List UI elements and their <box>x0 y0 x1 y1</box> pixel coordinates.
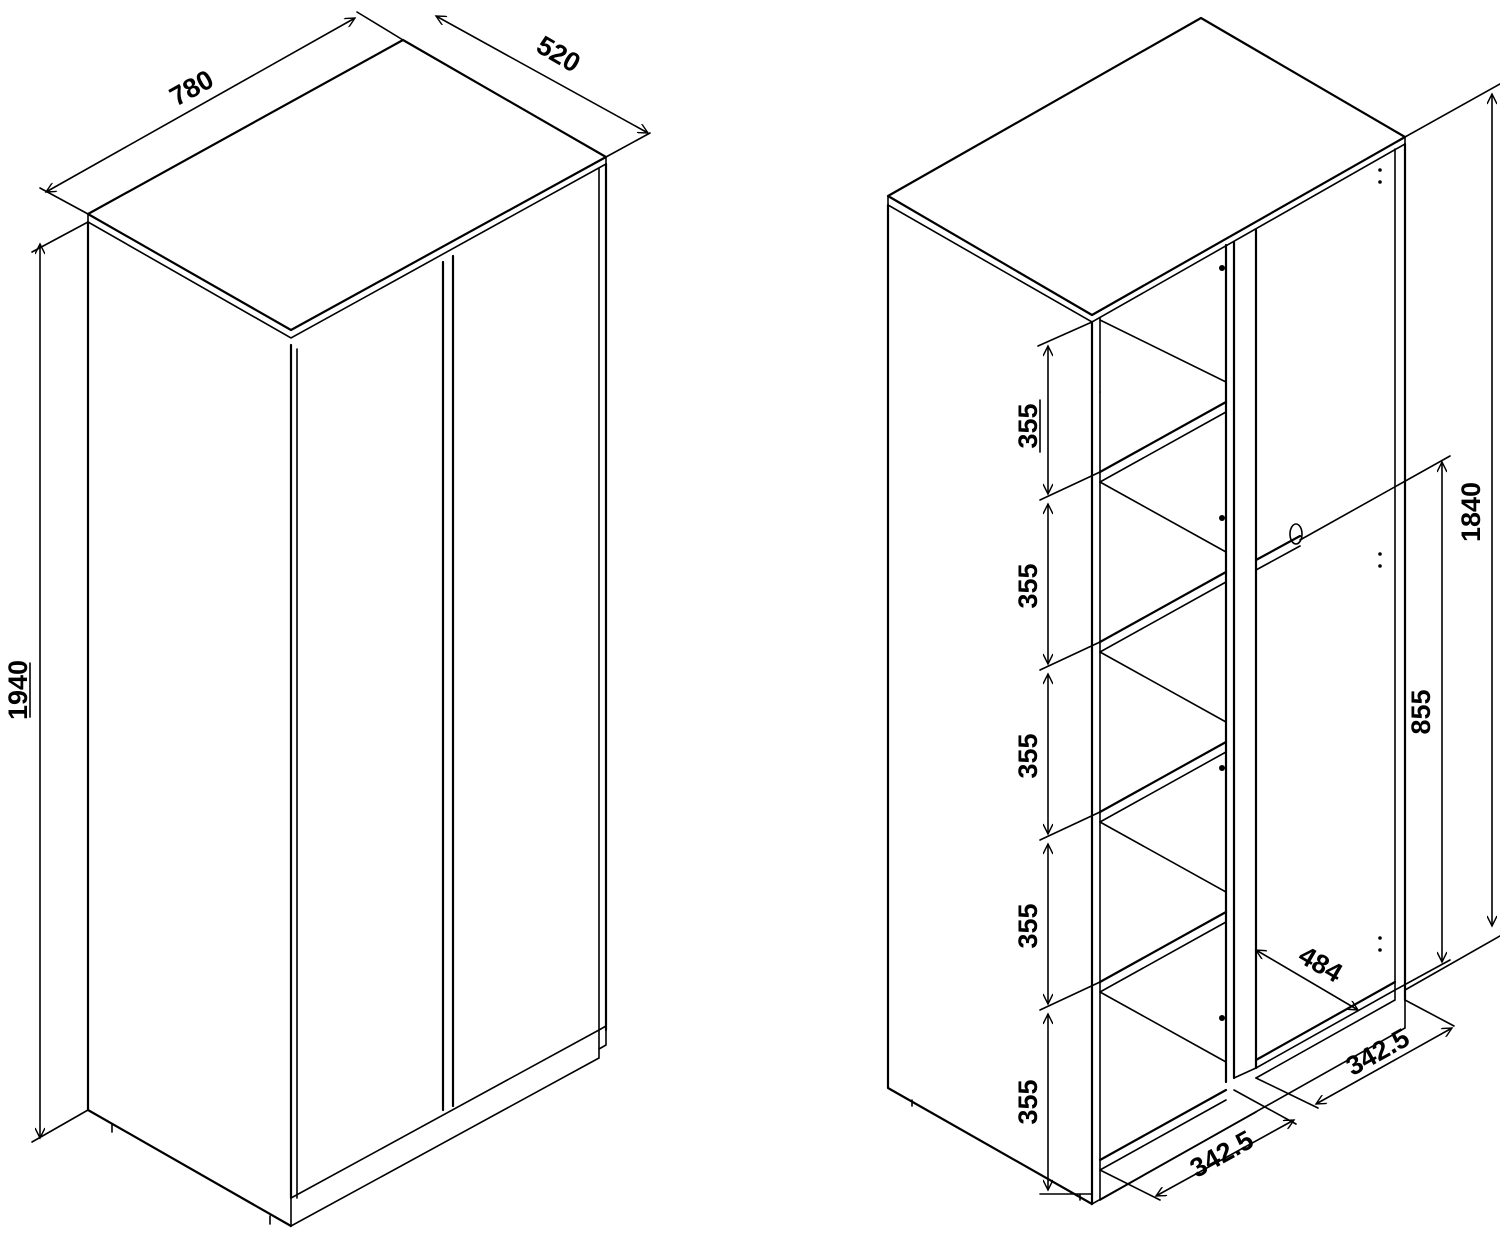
open-wardrobe <box>886 16 1407 1206</box>
left-section-width-label: 342.5 <box>1185 1125 1259 1184</box>
right-section-width-dimension: 342.5 <box>1255 999 1455 1109</box>
closed-width-dimension: 780 <box>39 11 404 215</box>
shelf-3-label: 355 <box>1013 733 1043 778</box>
shelf-1-label: 355 <box>1013 403 1043 448</box>
rail-height-dimension: 855 <box>1299 455 1451 991</box>
closed-depth-label: 520 <box>531 30 585 79</box>
closed-height-dimension: 1940 <box>3 221 89 1143</box>
inner-height-dimension: 1840 <box>1404 83 1500 991</box>
right-section-width-label: 342.5 <box>1341 1023 1415 1082</box>
closed-depth-dimension: 520 <box>436 16 651 158</box>
rail-height-label: 855 <box>1406 689 1436 734</box>
shelf-2-label: 355 <box>1013 563 1043 608</box>
shelf-4-label: 355 <box>1013 903 1043 948</box>
inner-depth-dimension: 484 <box>1256 940 1358 1010</box>
closed-width-label: 780 <box>165 64 219 112</box>
closed-wardrobe <box>86 38 608 1228</box>
shelf-dimensions: 355 355 355 355 355 <box>1013 321 1101 1195</box>
inner-height-label: 1840 <box>1456 482 1486 542</box>
closed-height-label: 1940 <box>3 660 33 720</box>
inner-depth-label: 484 <box>1293 940 1347 989</box>
shelf-5-label: 355 <box>1013 1079 1043 1124</box>
